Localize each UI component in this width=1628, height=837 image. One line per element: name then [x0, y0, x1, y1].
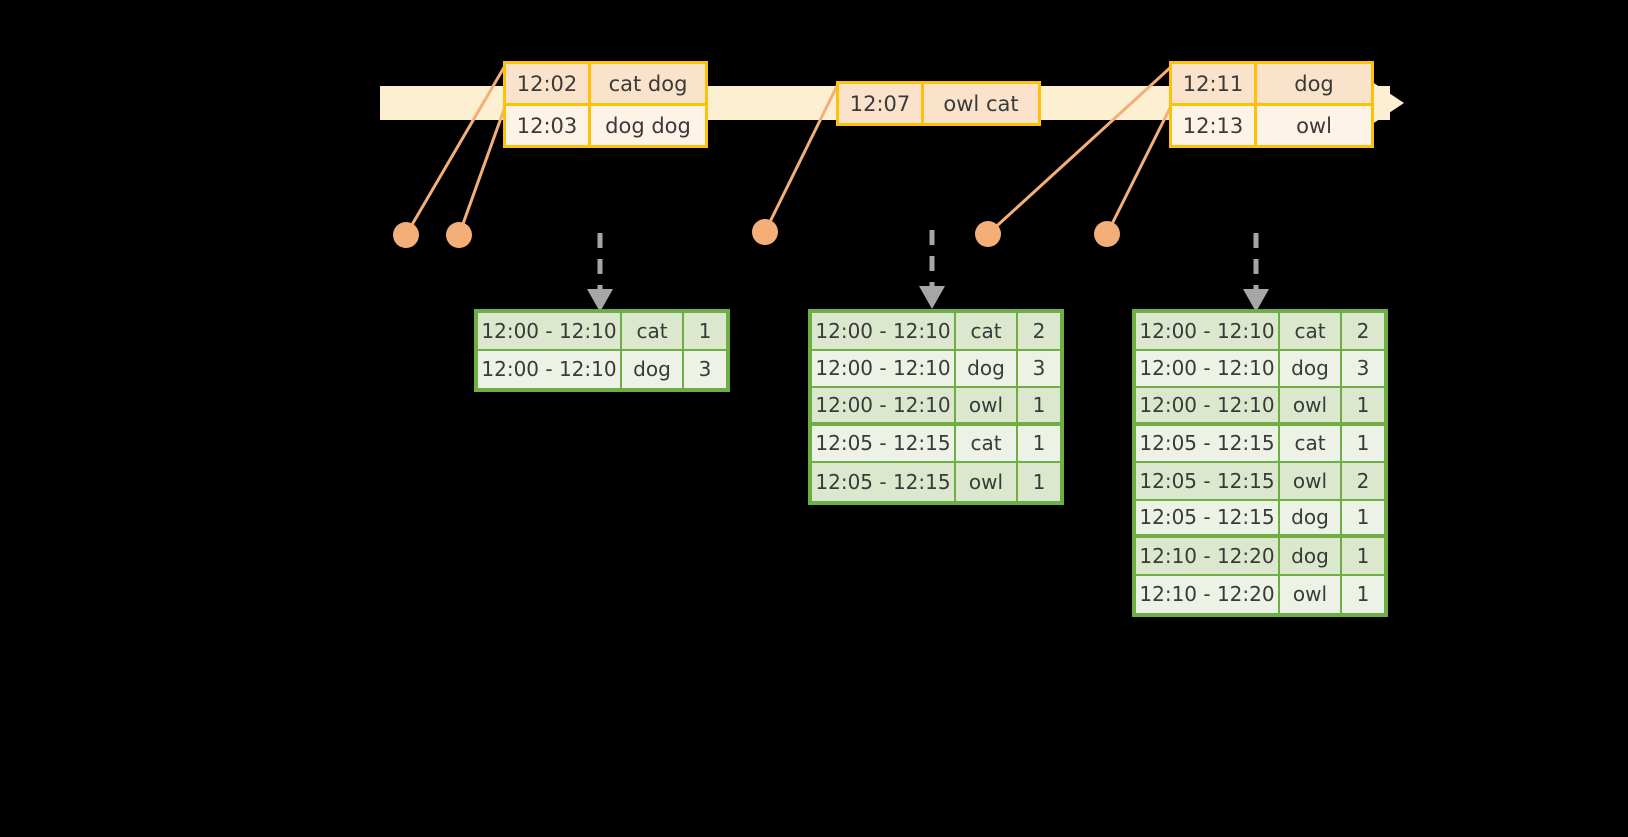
table-row[interactable]: 12:00 - 12:10 dog 3: [812, 350, 1060, 388]
cell-window: 12:00 - 12:10: [812, 350, 956, 388]
cell-window: 12:05 - 12:15: [812, 463, 956, 501]
cell-word: dog: [622, 350, 684, 388]
table-row[interactable]: 12:05 - 12:15 cat 1: [812, 425, 1060, 463]
cell-window: 12:00 - 12:10: [1136, 388, 1280, 426]
cell-window: 12:00 - 12:10: [478, 350, 622, 388]
connector-line-5: [1105, 102, 1174, 236]
event-payload: cat dog: [591, 64, 705, 103]
cell-window: 12:05 - 12:15: [1136, 463, 1280, 501]
event-row[interactable]: 12:13 owl: [1172, 103, 1371, 145]
cell-count: 2: [1018, 313, 1060, 351]
event-time: 12:11: [1172, 64, 1257, 103]
cell-word: cat: [622, 313, 684, 351]
table-row[interactable]: 12:00 - 12:10 cat 2: [1136, 313, 1384, 351]
event-payload: owl cat: [924, 84, 1038, 123]
cell-count: 3: [1018, 350, 1060, 388]
cell-word: owl: [956, 388, 1018, 426]
event-row[interactable]: 12:11 dog: [1172, 64, 1371, 103]
cell-count: 1: [1342, 388, 1384, 426]
cell-word: owl: [1280, 575, 1342, 613]
connector-line-1: [404, 62, 508, 237]
cell-word: cat: [1280, 425, 1342, 463]
cell-window: 12:05 - 12:15: [1136, 500, 1280, 538]
table-row[interactable]: 12:00 - 12:10 cat 1: [478, 313, 726, 351]
cell-word: cat: [956, 313, 1018, 351]
table-row[interactable]: 12:10 - 12:20 owl 1: [1136, 575, 1384, 613]
cell-count: 1: [1342, 425, 1384, 463]
cell-window: 12:05 - 12:15: [1136, 425, 1280, 463]
cell-window: 12:10 - 12:20: [1136, 538, 1280, 576]
event-payload: dog: [1257, 64, 1371, 103]
cell-word: dog: [1280, 500, 1342, 538]
cell-word: owl: [956, 463, 1018, 501]
table-row[interactable]: 12:05 - 12:15 owl 2: [1136, 463, 1384, 501]
event-time: 12:02: [506, 64, 591, 103]
table-row[interactable]: 12:00 - 12:10 cat 2: [812, 313, 1060, 351]
event-row[interactable]: 12:03 dog dog: [506, 103, 705, 145]
event-group-3[interactable]: 12:11 dog 12:13 owl: [1169, 61, 1374, 148]
cell-word: cat: [956, 425, 1018, 463]
result-table-3[interactable]: 12:00 - 12:10 cat 2 12:00 - 12:10 dog 3 …: [1132, 309, 1388, 617]
cell-window: 12:10 - 12:20: [1136, 575, 1280, 613]
result-table-2[interactable]: 12:00 - 12:10 cat 2 12:00 - 12:10 dog 3 …: [808, 309, 1064, 505]
event-dot-5: [1094, 221, 1120, 247]
table-row[interactable]: 12:00 - 12:10 dog 3: [1136, 350, 1384, 388]
table-row[interactable]: 12:10 - 12:20 dog 1: [1136, 538, 1384, 576]
table-row[interactable]: 12:00 - 12:10 owl 1: [812, 388, 1060, 426]
cell-count: 2: [1342, 463, 1384, 501]
table-row[interactable]: 12:05 - 12:15 cat 1: [1136, 425, 1384, 463]
cell-window: 12:05 - 12:15: [812, 425, 956, 463]
event-dot-3: [752, 219, 778, 245]
cell-count: 1: [1018, 425, 1060, 463]
cell-window: 12:00 - 12:10: [478, 313, 622, 351]
event-time: 12:13: [1172, 106, 1257, 145]
emit-arrows-group: [597, 230, 1259, 292]
event-payload: dog dog: [591, 106, 705, 145]
event-time: 12:03: [506, 106, 591, 145]
cell-word: dog: [1280, 538, 1342, 576]
table-row[interactable]: 12:00 - 12:10 dog 3: [478, 350, 726, 388]
event-group-2[interactable]: 12:07 owl cat: [836, 81, 1041, 126]
event-dot-2: [446, 222, 472, 248]
connector-line-2: [457, 102, 508, 237]
event-payload: owl: [1257, 106, 1371, 145]
result-table-1[interactable]: 12:00 - 12:10 cat 1 12:00 - 12:10 dog 3: [474, 309, 730, 392]
event-time: 12:07: [839, 84, 924, 123]
cell-word: dog: [1280, 350, 1342, 388]
event-dot-1: [393, 222, 419, 248]
cell-count: 3: [1342, 350, 1384, 388]
cell-count: 1: [1342, 538, 1384, 576]
cell-count: 1: [1342, 575, 1384, 613]
cell-word: owl: [1280, 463, 1342, 501]
cell-window: 12:00 - 12:10: [812, 313, 956, 351]
cell-window: 12:00 - 12:10: [1136, 313, 1280, 351]
table-row[interactable]: 12:05 - 12:15 owl 1: [812, 463, 1060, 501]
cell-window: 12:00 - 12:10: [812, 388, 956, 426]
table-row[interactable]: 12:05 - 12:15 dog 1: [1136, 500, 1384, 538]
cell-window: 12:00 - 12:10: [1136, 350, 1280, 388]
cell-count: 3: [684, 350, 726, 388]
cell-count: 1: [1342, 500, 1384, 538]
event-group-1[interactable]: 12:02 cat dog 12:03 dog dog: [503, 61, 708, 148]
event-row[interactable]: 12:07 owl cat: [839, 84, 1038, 123]
event-row[interactable]: 12:02 cat dog: [506, 64, 705, 103]
cell-count: 1: [684, 313, 726, 351]
cell-word: cat: [1280, 313, 1342, 351]
cell-count: 2: [1342, 313, 1384, 351]
table-row[interactable]: 12:00 - 12:10 owl 1: [1136, 388, 1384, 426]
emit-arrowhead-2: [919, 286, 945, 309]
cell-word: dog: [956, 350, 1018, 388]
cell-count: 1: [1018, 463, 1060, 501]
cell-count: 1: [1018, 388, 1060, 426]
event-dot-4: [975, 221, 1001, 247]
event-dots-group: [393, 219, 1120, 248]
connector-line-3: [763, 82, 840, 234]
cell-word: owl: [1280, 388, 1342, 426]
